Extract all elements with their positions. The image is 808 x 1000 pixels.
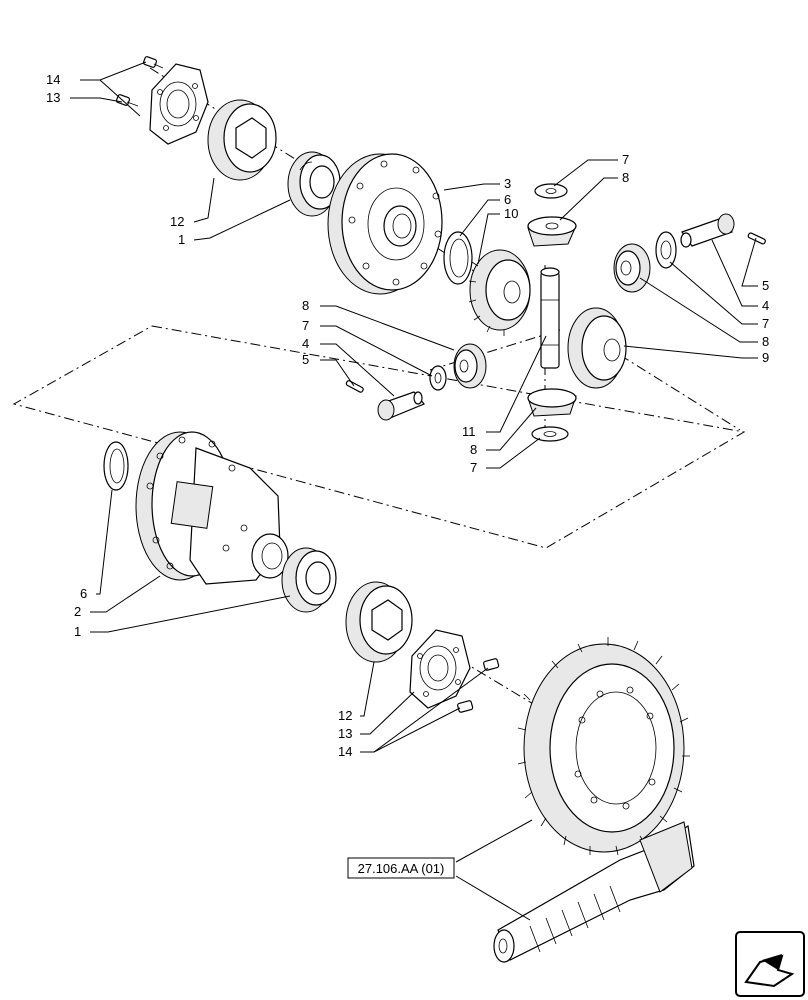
pinion-gear-right <box>613 243 651 293</box>
assembly-boundary <box>12 325 746 549</box>
callout-1-top: 1 <box>178 232 185 247</box>
callout-2: 2 <box>74 604 81 619</box>
callout-8-top: 8 <box>622 170 629 185</box>
reference-label[interactable]: 27.106.AA (01) <box>358 861 445 876</box>
pinion-gear-bottom <box>527 388 577 417</box>
leader-lines <box>70 61 758 921</box>
callout-13-top: 13 <box>46 90 60 105</box>
thrust-washer-right <box>655 231 677 269</box>
pinion-gear-top <box>527 216 577 247</box>
bolt-lower-1 <box>483 658 500 671</box>
callout-14-lower: 14 <box>338 744 352 759</box>
ring-gear <box>517 637 690 856</box>
retaining-plate-lower <box>409 629 471 709</box>
callout-14-top: 14 <box>46 72 60 87</box>
roll-pin-right <box>747 232 766 245</box>
callout-13-lower: 13 <box>338 726 352 741</box>
bearing-top <box>287 151 341 217</box>
callout-6-lower: 6 <box>80 586 87 601</box>
adjuster-ring-lower <box>345 581 413 663</box>
thrust-washer-top <box>534 183 568 199</box>
bolt-lower-2 <box>457 700 474 713</box>
retaining-plate-top <box>149 63 209 145</box>
callout-8-bottom: 8 <box>470 442 477 457</box>
callout-12-lower: 12 <box>338 708 352 723</box>
side-gear-right <box>567 307 627 389</box>
pinion-gear-left <box>453 343 487 389</box>
pinion-shaft <box>493 821 695 963</box>
callout-5-right: 5 <box>762 278 769 293</box>
adjuster-ring-top <box>207 99 277 181</box>
side-gear-left <box>468 249 531 336</box>
arrow-nav-icon[interactable] <box>735 931 805 997</box>
lock-shaft-left <box>377 391 425 421</box>
callout-12-top: 12 <box>170 214 184 229</box>
callout-8-right: 8 <box>762 334 769 349</box>
differential-case <box>135 431 289 585</box>
callout-6-top: 6 <box>504 192 511 207</box>
thrust-washer-left <box>429 365 447 391</box>
callout-7-right: 7 <box>762 316 769 331</box>
reference-link[interactable]: 27.106.AA (01) <box>347 857 455 879</box>
callout-4-left: 4 <box>302 336 309 351</box>
callout-7-top: 7 <box>622 152 629 167</box>
callout-8-left: 8 <box>302 298 309 313</box>
bolt-top-1 <box>142 56 164 69</box>
shim-washer-lower <box>103 441 129 491</box>
callout-9: 9 <box>762 350 769 365</box>
callout-7-bottom: 7 <box>470 460 477 475</box>
bearing-lower <box>281 547 337 613</box>
shim-washer-top <box>443 231 473 285</box>
callout-1-lower: 1 <box>74 624 81 639</box>
callout-4-right: 4 <box>762 298 769 313</box>
callout-labels: 14 13 12 1 3 6 10 7 8 5 4 7 8 9 8 7 4 5 … <box>46 72 769 759</box>
callout-3: 3 <box>504 176 511 191</box>
roll-pin-left <box>345 380 364 393</box>
differential-case-cover <box>327 153 443 295</box>
cross-shaft <box>540 267 560 369</box>
callout-7-left: 7 <box>302 318 309 333</box>
callout-10: 10 <box>504 206 518 221</box>
lock-shaft-right <box>680 213 735 248</box>
thrust-washer-bottom <box>531 426 569 442</box>
callout-11: 11 <box>462 424 476 439</box>
callout-5-left: 5 <box>302 352 309 367</box>
